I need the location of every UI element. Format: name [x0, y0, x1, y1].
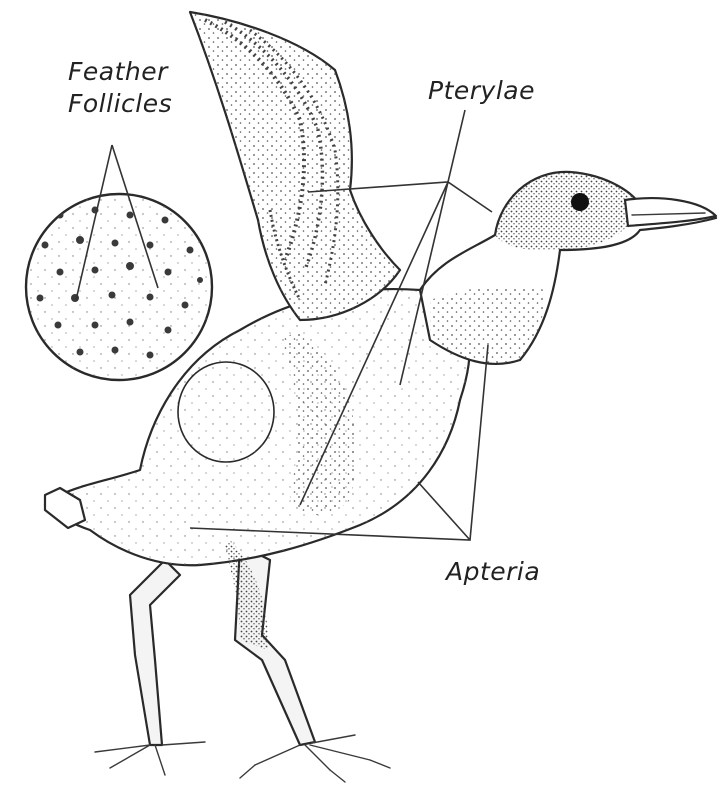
- feather-follicle-inset: [20, 190, 220, 390]
- bird-head-neck: [420, 172, 716, 364]
- bird-wing: [190, 12, 400, 320]
- label-feather: Feather: [68, 57, 169, 86]
- label-follicles: Follicles: [68, 89, 172, 118]
- label-pterylae: Pterylae: [428, 76, 535, 105]
- label-apteria: Apteria: [444, 557, 540, 586]
- eye-icon: [571, 193, 589, 211]
